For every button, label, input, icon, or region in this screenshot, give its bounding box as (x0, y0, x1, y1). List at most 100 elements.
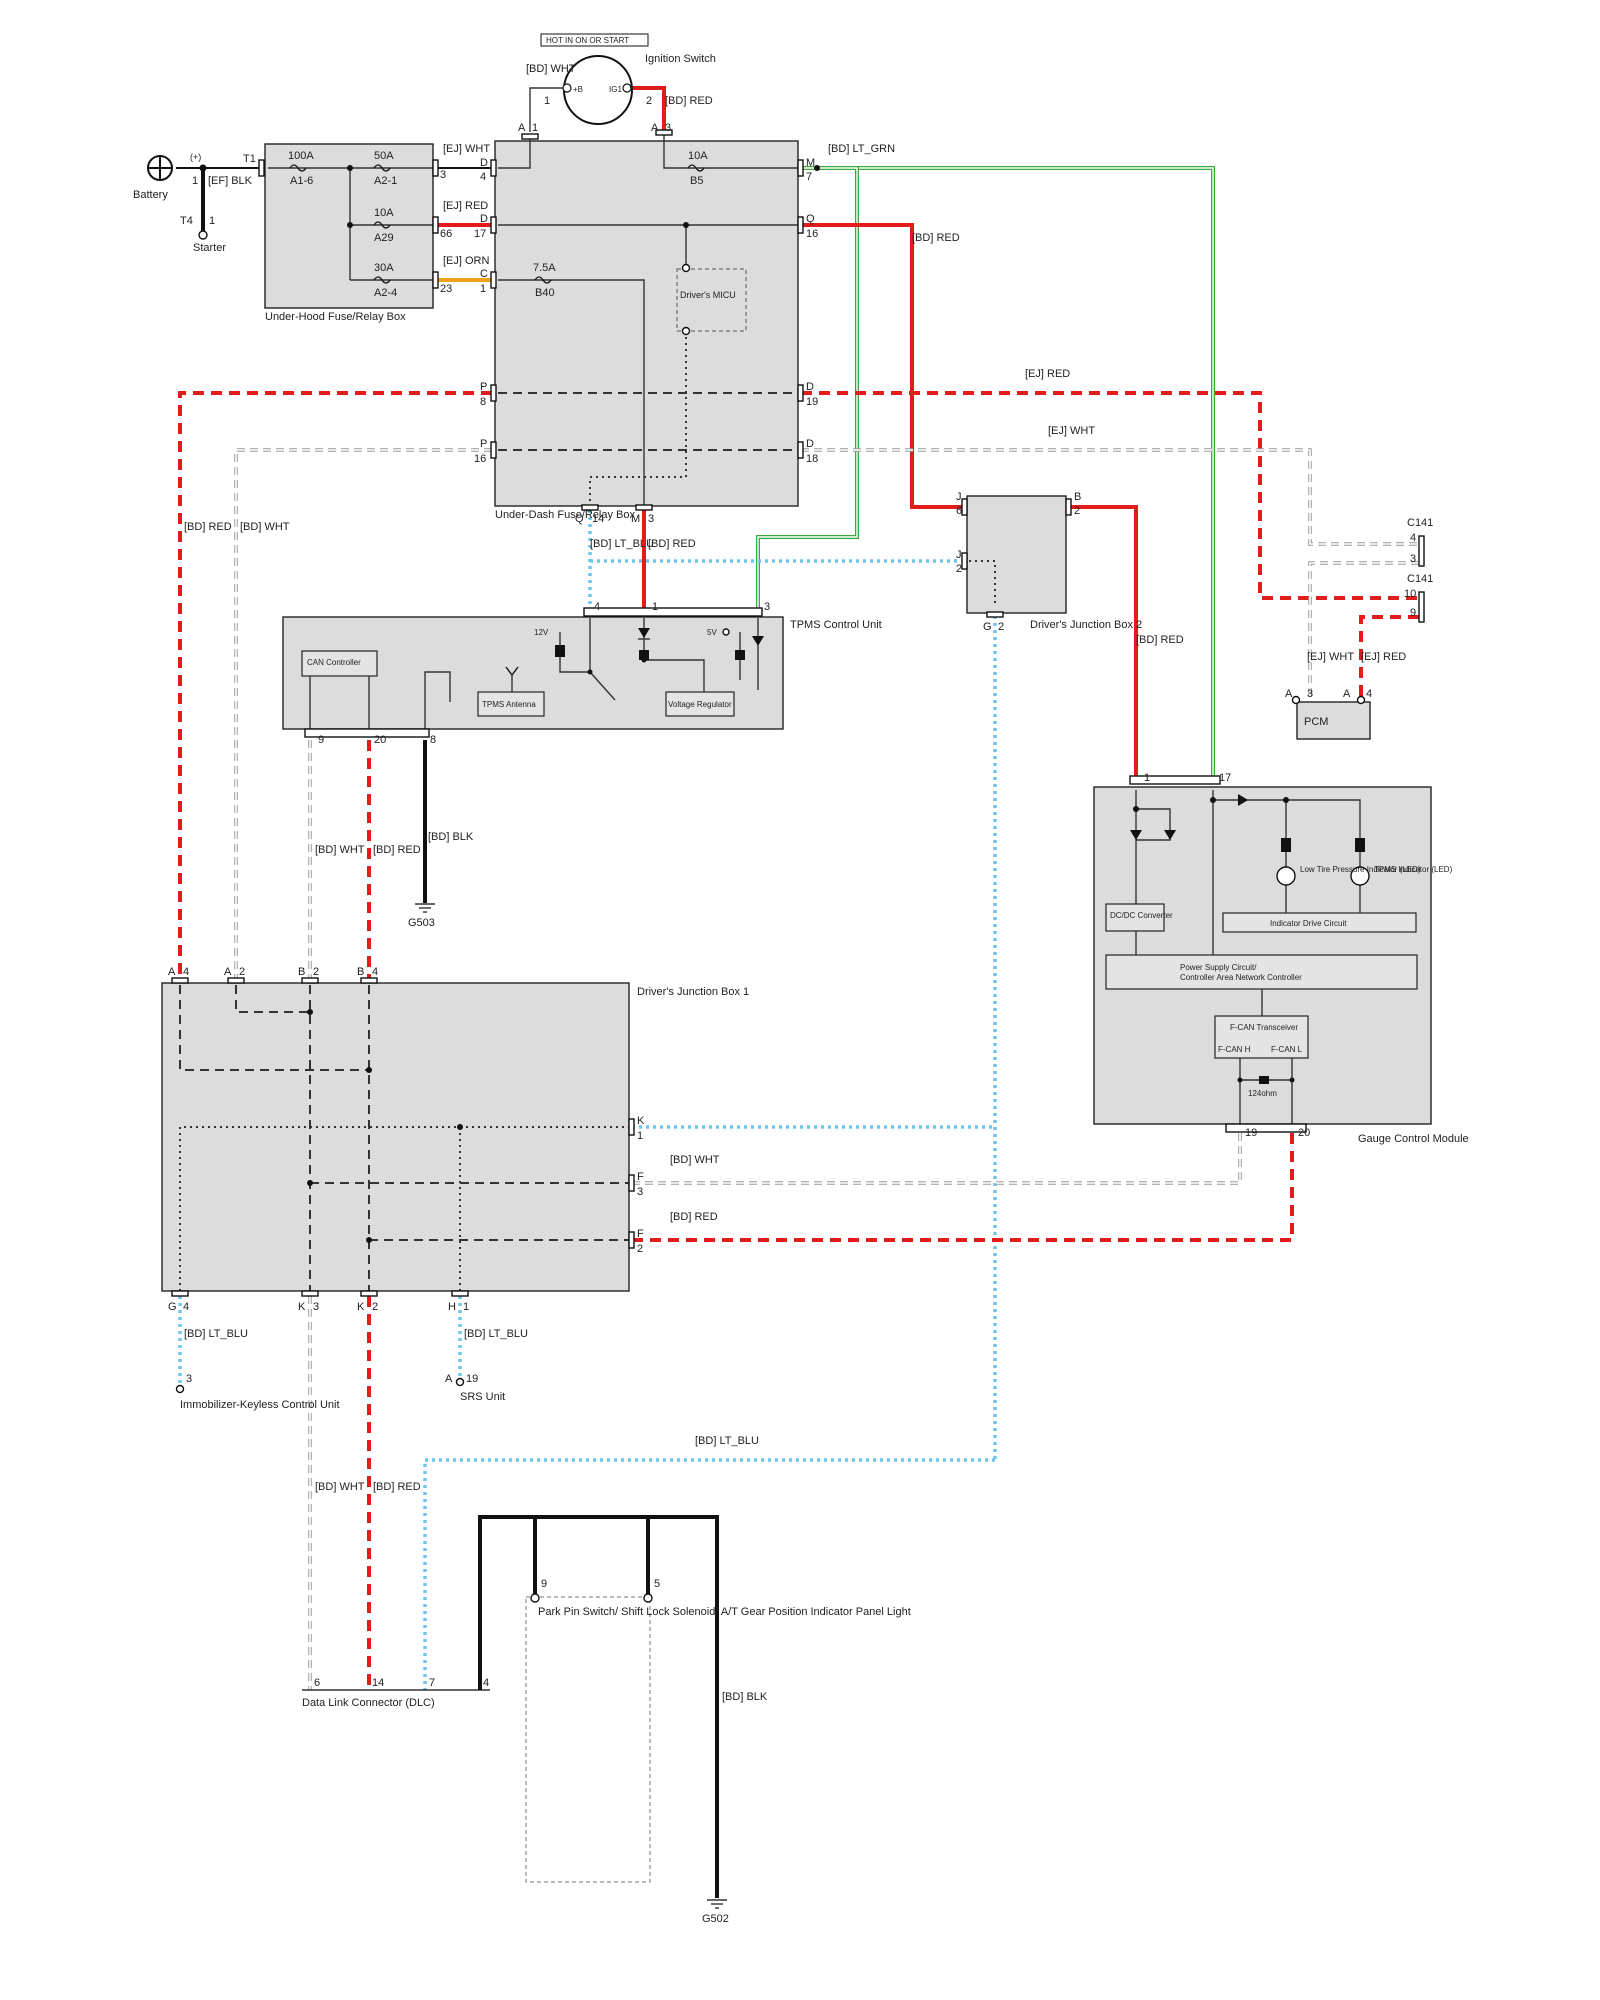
djb2-title: Driver's Junction Box 2 (1030, 619, 1142, 631)
tpms-node-1 (587, 669, 593, 675)
fuse-30a-id: A2-4 (374, 287, 397, 299)
pin-pcm-a3: A (1285, 688, 1293, 700)
djb1-node-3 (457, 1124, 463, 1130)
pin-dj1-k3: K (298, 1301, 306, 1313)
pin-ud-19: 19 (806, 396, 818, 408)
antenna-icon (505, 666, 519, 676)
tpms-antenna: TPMS Antenna (482, 700, 536, 709)
tpms-voltage-regulator: Voltage Regulator (668, 700, 732, 709)
wl-bd-red-ign: [BD] RED (665, 95, 713, 107)
pin-tp-8: 8 (430, 734, 436, 746)
wire-bd-red-djb2 (801, 223, 964, 509)
tpms-resistor-1 (555, 645, 565, 657)
pin-ign-2: 2 (646, 95, 652, 107)
pin-ud-a3: A (651, 122, 659, 134)
wire-bd-red-djb1-a4 (178, 391, 492, 980)
pin-dj1-g4: G (168, 1301, 177, 1313)
djb1-node-1 (307, 1009, 313, 1015)
wl-bd-red-ud: [BD] RED (912, 232, 960, 244)
park-pin-title: Park Pin Switch/ Shift Lock Solenoid/ A/… (538, 1606, 911, 1618)
pin-dlc-6: 6 (314, 1677, 320, 1689)
wl-ej-red-pcm: [EJ] RED (1361, 651, 1406, 663)
g502-title: G502 (702, 1913, 729, 1925)
pin-dj2-2b: 2 (1074, 505, 1080, 517)
pin-ud-17: 17 (474, 228, 486, 240)
pin-ud-7: 7 (806, 171, 812, 183)
drivers-micu-title: Driver's MICU (680, 290, 736, 300)
under-dash-fuse-relay-box (494, 140, 799, 507)
ignition-switch-title: Ignition Switch (645, 53, 716, 65)
djb1-a2-bus (235, 985, 310, 1013)
pin-dj2-b2: B (1074, 491, 1081, 503)
djb1-a4-bus (179, 985, 369, 1071)
pin-dj1-k1: K (637, 1115, 645, 1127)
gauge-resistor-2 (1355, 838, 1365, 852)
pin-dj2-j2: J (956, 549, 962, 561)
djb2-internal (969, 560, 996, 606)
wire-ej-red-pcm (1359, 615, 1419, 700)
pin-dlc-7: 7 (429, 1677, 435, 1689)
pin-ud-16: 16 (806, 228, 818, 240)
wl-ej-wht-2: [EJ] WHT (1048, 425, 1095, 437)
battery-plus: (+) (190, 152, 201, 162)
gauge-fcan-h: F-CAN H (1218, 1045, 1251, 1054)
pin-uh-3: 3 (440, 169, 446, 181)
pcm (1296, 701, 1371, 740)
pin-ud-m3: M (631, 513, 640, 525)
ignition-header: HOT IN ON OR START (546, 36, 629, 45)
gauge-dcdc: DC/DC Converter (1110, 911, 1173, 920)
pin-c141-10: 10 (1404, 588, 1416, 600)
gauge-resistor-1 (1281, 838, 1291, 852)
pin-srs-19: 19 (466, 1373, 478, 1385)
wire-lt-blu-dlc (423, 1458, 995, 1690)
gauge-fcan: F-CAN Transceiver (1230, 1023, 1298, 1032)
gauge-indicator-drive: Indicator Drive Circuit (1270, 919, 1347, 928)
pin-dj1-1: 1 (637, 1130, 643, 1142)
pin-dj1-b4: B (357, 966, 364, 978)
pin-dj1-2: 2 (239, 966, 245, 978)
pin-dj2-6: 6 (956, 505, 962, 517)
pin-dj1-f2: F (637, 1228, 644, 1240)
djb1-node-2 (366, 1067, 372, 1073)
wl-ej-orn: [EJ] ORN (443, 255, 490, 267)
gauge-resistor-label: 124ohm (1248, 1089, 1277, 1098)
wl-bd-lt-grn: [BD] LT_GRN (828, 143, 895, 155)
pin-gm-19: 19 (1245, 1127, 1257, 1139)
gauge-node-4 (1237, 1077, 1243, 1083)
pin-c141-4: 4 (1410, 532, 1416, 544)
immobilizer-title: Immobilizer-Keyless Control Unit (180, 1399, 340, 1411)
pin-c141-9: 9 (1410, 607, 1416, 619)
pin-dj1-h1: H (448, 1301, 456, 1313)
pin-dj1-b2: B (298, 966, 305, 978)
djb1-title: Driver's Junction Box 1 (637, 986, 749, 998)
pin-srs-a: A (445, 1373, 453, 1385)
gauge-led-tpms-label: TPMS Indicator (LED) (1374, 865, 1453, 874)
drivers-micu-box (676, 268, 747, 332)
pin-ud-1: 1 (480, 283, 486, 295)
fuse-10a-rating: 10A (374, 207, 394, 219)
pin-pcm-a4: A (1343, 688, 1351, 700)
tpms-diode-1 (638, 628, 650, 638)
wire-bd-wht-djb1-a2-in (235, 449, 492, 980)
fuse-b5-id: B5 (690, 175, 703, 187)
pin-pcm-4: 4 (1366, 688, 1372, 700)
pin-ud-q14: Q (575, 513, 584, 525)
tpms-node-2 (641, 657, 647, 663)
pin-tp-9: 9 (318, 734, 324, 746)
pin-dj2-j6: J (956, 491, 962, 503)
wl-bd-lt-blu-q14: [BD] LT_BLU (590, 538, 654, 550)
pin-ud-p8: P (480, 381, 487, 393)
pin-ud-a1: A (518, 122, 526, 134)
wire-ign-bd-wht (529, 87, 565, 132)
tpms-12v: 12V (534, 628, 549, 637)
fcan-transceiver-box (1214, 1015, 1309, 1059)
pin-uh-66: 66 (440, 228, 452, 240)
wl-ej-wht-pcm: [EJ] WHT (1307, 651, 1354, 663)
gauge-resistor-124 (1259, 1076, 1269, 1084)
pin-dj2-g2: G (983, 621, 992, 633)
pin-imm-3: 3 (186, 1373, 192, 1385)
wl-bd-wht-a2: [BD] WHT (240, 521, 290, 533)
pin-dj1-4c: 4 (183, 1301, 189, 1313)
dlc-title: Data Link Connector (DLC) (302, 1697, 435, 1709)
